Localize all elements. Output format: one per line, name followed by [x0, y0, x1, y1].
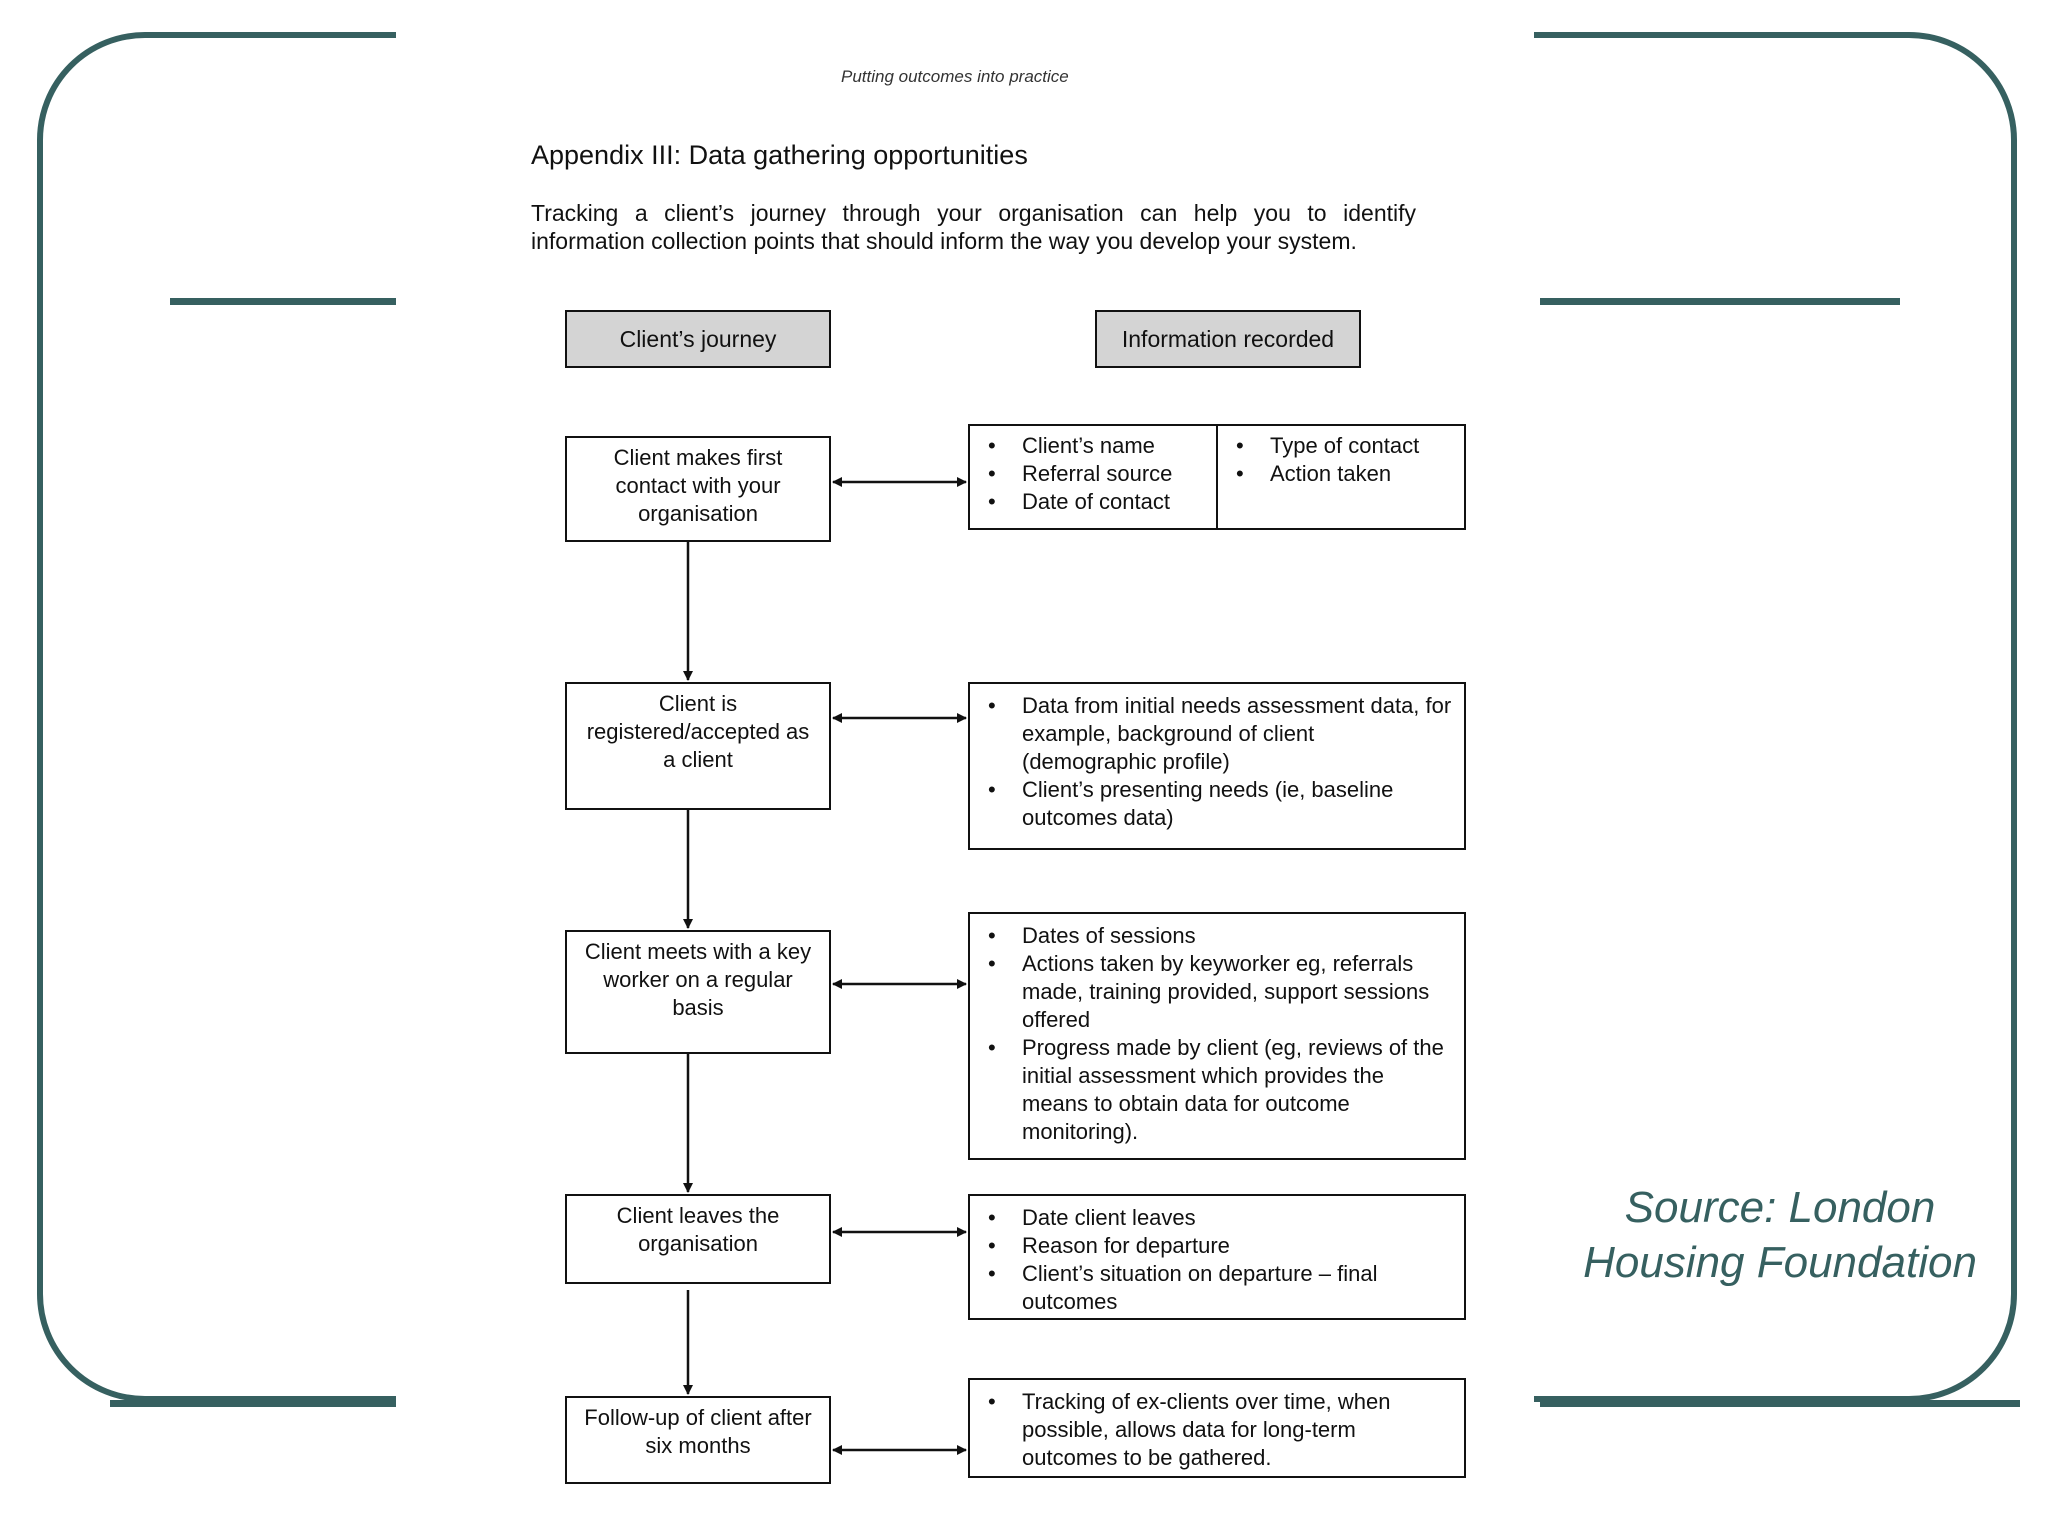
document-scan: Putting outcomes into practice Appendix …	[396, 0, 1534, 1536]
info-key-worker: Dates of sessions Actions taken by keywo…	[968, 912, 1466, 1160]
info-item: Tracking of ex-clients over time, when p…	[988, 1388, 1454, 1472]
left-bottom-rule	[110, 1400, 396, 1407]
info-item: Client’s name	[988, 432, 1216, 460]
info-item: Action taken	[1236, 460, 1464, 488]
info-item: Data from initial needs assessment data,…	[988, 692, 1454, 776]
info-item: Actions taken by keyworker eg, referrals…	[988, 950, 1454, 1034]
appendix-title: Appendix III: Data gathering opportuniti…	[531, 140, 1028, 170]
running-head: Putting outcomes into practice	[841, 67, 1069, 86]
info-item: Reason for departure	[988, 1232, 1454, 1260]
step-registered: Client is registered/accepted as a clien…	[565, 682, 831, 810]
step-label: Follow-up of client after six months	[584, 1405, 812, 1458]
step-label: Client makes first contact with your org…	[613, 445, 783, 526]
info-item: Type of contact	[1236, 432, 1464, 460]
step-first-contact: Client makes first contact with your org…	[565, 436, 831, 542]
info-item: Client’s presenting needs (ie, baseline …	[988, 776, 1454, 832]
info-item: Client’s situation on departure – final …	[988, 1260, 1454, 1316]
connector-arrows	[683, 477, 967, 1455]
info-item: Date of contact	[988, 488, 1216, 516]
info-first-contact: Client’s name Referral source Date of co…	[968, 424, 1466, 530]
step-label: Client leaves the organisation	[616, 1203, 780, 1256]
info-follow-up: Tracking of ex-clients over time, when p…	[968, 1378, 1466, 1478]
info-item: Referral source	[988, 460, 1216, 488]
journey-header: Client’s journey	[565, 310, 831, 368]
step-key-worker: Client meets with a key worker on a regu…	[565, 930, 831, 1054]
step-label: Client meets with a key worker on a regu…	[584, 939, 812, 1020]
info-column-right: Type of contact Action taken	[1216, 426, 1464, 528]
step-leaves: Client leaves the organisation	[565, 1194, 831, 1284]
right-bottom-rule	[1540, 1400, 2020, 1407]
information-header: Information recorded	[1095, 310, 1361, 368]
source-caption: Source: London Housing Foundation	[1583, 1183, 1977, 1287]
step-follow-up: Follow-up of client after six months	[565, 1396, 831, 1484]
info-item: Dates of sessions	[988, 922, 1454, 950]
info-registered: Data from initial needs assessment data,…	[968, 682, 1466, 850]
info-column-left: Client’s name Referral source Date of co…	[970, 426, 1216, 528]
intro-paragraph: Tracking a client’s journey through your…	[531, 200, 1416, 254]
info-item: Date client leaves	[988, 1204, 1454, 1232]
info-leaves: Date client leaves Reason for departure …	[968, 1194, 1466, 1320]
right-top-rule	[1540, 298, 1900, 305]
information-header-label: Information recorded	[1121, 326, 1335, 352]
left-top-rule	[170, 298, 396, 305]
info-item: Progress made by client (eg, reviews of …	[988, 1034, 1454, 1146]
journey-header-label: Client’s journey	[619, 326, 777, 352]
step-label: Client is registered/accepted as a clien…	[586, 691, 810, 772]
